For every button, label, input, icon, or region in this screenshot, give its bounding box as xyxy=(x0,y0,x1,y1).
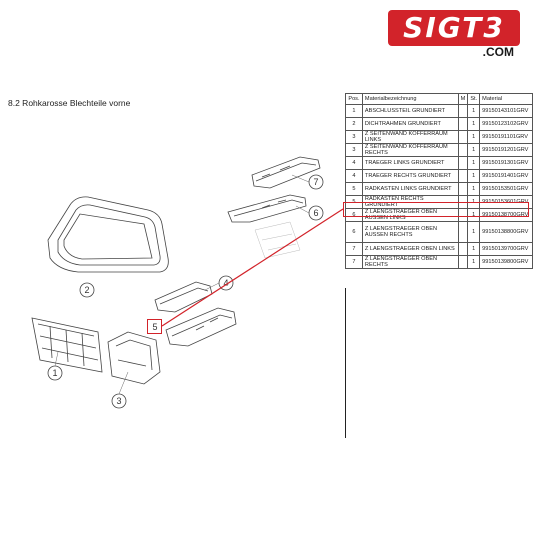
table-row[interactable]: 1 ABSCHLUSSTEIL GRUNDIERT 1 99150143101G… xyxy=(345,104,533,118)
table-row[interactable]: 6 Z LAENGSTRAEGER OBEN AUSSEN RECHTS 1 9… xyxy=(345,221,533,243)
row-m xyxy=(457,182,469,196)
table-header-row: Pos. Materialbezeichnung M St. Material xyxy=(345,93,533,105)
callout-7: 7 xyxy=(308,174,324,190)
row-st: 1 xyxy=(467,182,481,196)
table-row[interactable]: 4 TRAEGER LINKS GRUNDIERT 1 99150191301G… xyxy=(345,156,533,170)
callout-4: 4 xyxy=(218,275,234,291)
table-row[interactable]: 4 TRAEGER RECHTS GRUNDIERT 1 99150191401… xyxy=(345,169,533,183)
part-7-laengstraeger xyxy=(251,156,321,189)
part-6-laengstraeger-aussen xyxy=(227,194,307,223)
section-title: 8.2 Rohkarosse Blechteile vorne xyxy=(8,98,131,108)
row-st: 1 xyxy=(467,117,481,131)
row-material: 99150191201GRV xyxy=(479,143,533,157)
row-name: Z LAENGSTRAEGER OBEN RECHTS xyxy=(361,255,459,269)
row-m xyxy=(457,169,469,183)
row-m xyxy=(457,104,469,118)
row-material: 99150123102GRV xyxy=(479,117,533,131)
logo-wordmark: SIGT3 xyxy=(388,10,520,46)
row-name: DICHTRAHMEN GRUNDIERT xyxy=(361,117,459,131)
row-m xyxy=(457,221,469,243)
row-pos: 4 xyxy=(345,169,363,183)
row-material: 99150153501GRV xyxy=(479,182,533,196)
row-name: RADKASTEN LINKS GRUNDIERT xyxy=(361,182,459,196)
row-pos: 6 xyxy=(345,221,363,243)
part-2-dichtrahmen xyxy=(47,196,169,273)
row-material: 99150138800GRV xyxy=(479,221,533,243)
header-st: St. xyxy=(467,93,481,105)
row-st: 1 xyxy=(467,104,481,118)
row-st: 1 xyxy=(467,156,481,170)
callout-5-highlight xyxy=(147,319,162,334)
row-m xyxy=(457,117,469,131)
callout-2: 2 xyxy=(79,282,95,298)
row-st: 1 xyxy=(467,130,481,144)
row-name: Z LAENGSTRAEGER OBEN LINKS xyxy=(361,242,459,256)
row-m xyxy=(457,130,469,144)
row-st: 1 xyxy=(467,143,481,157)
part-5-radkasten xyxy=(165,307,237,347)
row-st: 1 xyxy=(467,255,481,269)
row-name: Z LAENGSTRAEGER OBEN AUSSEN RECHTS xyxy=(361,221,459,243)
table-divider-line xyxy=(345,288,346,438)
callout-6: 6 xyxy=(308,205,324,221)
row-st: 1 xyxy=(467,169,481,183)
row-st: 1 xyxy=(467,242,481,256)
table-row[interactable]: 7 Z LAENGSTRAEGER OBEN RECHTS 1 99150139… xyxy=(345,255,533,269)
row-pos: 1 xyxy=(345,104,363,118)
part-1-abschlussteil xyxy=(31,317,103,373)
row-pos: 3 xyxy=(345,143,363,157)
table-row[interactable]: 7 Z LAENGSTRAEGER OBEN LINKS 1 991501397… xyxy=(345,242,533,256)
svg-text:4: 4 xyxy=(223,278,228,288)
part-4-traeger xyxy=(154,281,213,313)
ghost-structure xyxy=(254,221,301,259)
row-name: Z SEITENWAND KOFFERRAUM LINKS xyxy=(361,130,459,144)
parts-table: Pos. Materialbezeichnung M St. Material … xyxy=(345,93,533,269)
row-material: 99150139800GRV xyxy=(479,255,533,269)
row-material: 99150191301GRV xyxy=(479,156,533,170)
svg-text:3: 3 xyxy=(116,396,121,406)
exploded-parts-diagram: 2 7 6 4 1 3 5 xyxy=(31,156,324,409)
table-row[interactable]: 3 Z SEITENWAND KOFFERRAUM LINKS 1 991501… xyxy=(345,130,533,144)
row-name: Z SEITENWAND KOFFERRAUM RECHTS xyxy=(361,143,459,157)
table-row[interactable]: 2 DICHTRAHMEN GRUNDIERT 1 99150123102GRV xyxy=(345,117,533,131)
table-row[interactable]: 5 RADKASTEN LINKS GRUNDIERT 1 9915015350… xyxy=(345,182,533,196)
row-pos: 4 xyxy=(345,156,363,170)
row-name: TRAEGER LINKS GRUNDIERT xyxy=(361,156,459,170)
callout-3: 3 xyxy=(111,393,127,409)
svg-text:5: 5 xyxy=(152,322,157,332)
table-row[interactable]: 6 Z LAENGSTRAEGER OBEN AUSSEN LINKS 1 99… xyxy=(345,208,533,222)
row-m xyxy=(457,143,469,157)
row-st: 1 xyxy=(467,221,481,243)
row-name: TRAEGER RECHTS GRUNDIERT xyxy=(361,169,459,183)
row-material: 99150143101GRV xyxy=(479,104,533,118)
row-m xyxy=(457,242,469,256)
header-pos: Pos. xyxy=(345,93,363,105)
brand-logo[interactable]: SIGT3 .COM xyxy=(388,10,520,59)
selected-row-highlight xyxy=(343,202,529,217)
row-material: 99150191401GRV xyxy=(479,169,533,183)
row-pos: 2 xyxy=(345,117,363,131)
svg-text:7: 7 xyxy=(313,177,318,187)
row-material: 99150191101GRV xyxy=(479,130,533,144)
row-material: 99150139700GRV xyxy=(479,242,533,256)
svg-text:6: 6 xyxy=(313,208,318,218)
row-pos: 7 xyxy=(345,242,363,256)
logo-domain: .COM xyxy=(482,45,514,59)
row-m xyxy=(457,156,469,170)
svg-text:1: 1 xyxy=(52,368,57,378)
callout-5: 5 xyxy=(152,322,157,332)
callout-1: 1 xyxy=(47,365,63,381)
row-pos: 5 xyxy=(345,182,363,196)
row-pos: 3 xyxy=(345,130,363,144)
table-row[interactable]: 3 Z SEITENWAND KOFFERRAUM RECHTS 1 99150… xyxy=(345,143,533,157)
svg-text:2: 2 xyxy=(84,285,89,295)
header-material: Material xyxy=(479,93,533,105)
row-pos: 7 xyxy=(345,255,363,269)
header-name: Materialbezeichnung xyxy=(361,93,459,105)
header-m: M xyxy=(457,93,469,105)
row-m xyxy=(457,255,469,269)
row-name: ABSCHLUSSTEIL GRUNDIERT xyxy=(361,104,459,118)
part-3-seitenwand xyxy=(107,331,161,385)
